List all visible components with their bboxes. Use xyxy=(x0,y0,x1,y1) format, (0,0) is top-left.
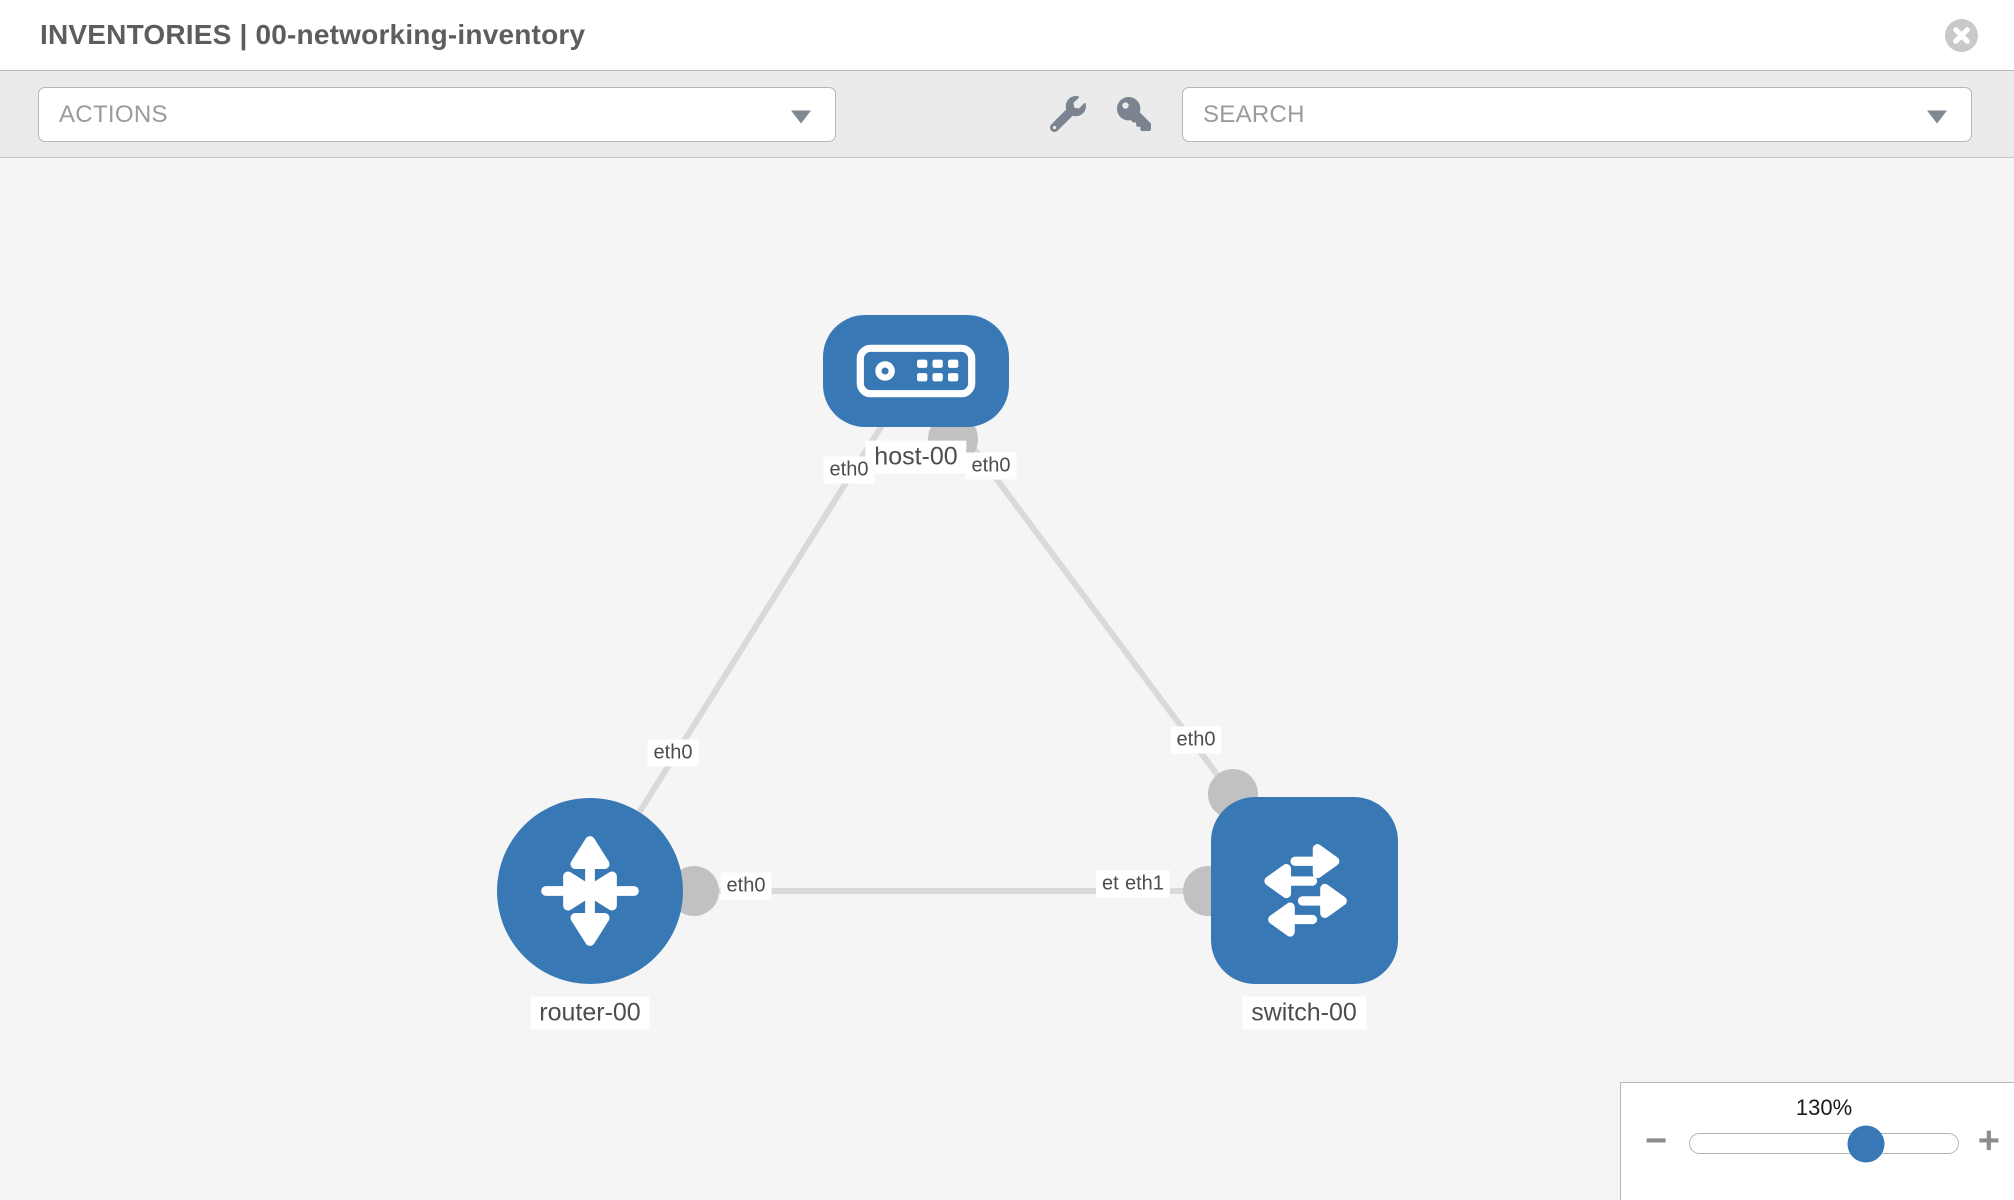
credentials-button[interactable] xyxy=(1114,94,1154,134)
key-icon xyxy=(1117,97,1151,131)
interface-label: eth0 xyxy=(1170,726,1222,754)
zoom-level-value: 130% xyxy=(1795,1095,1853,1120)
zoom-out-button[interactable]: − xyxy=(1645,1120,1668,1162)
topology-links-layer xyxy=(587,369,1307,916)
toolbar: ACTIONS SEARCH xyxy=(0,70,2014,158)
router-icon xyxy=(541,836,639,946)
interface-label: eth0 xyxy=(823,456,875,484)
actions-dropdown-label: ACTIONS xyxy=(59,100,168,128)
zoom-slider-thumb[interactable] xyxy=(1847,1125,1885,1162)
chevron-down-icon xyxy=(791,109,811,123)
wrench-icon xyxy=(1050,96,1086,132)
close-button[interactable] xyxy=(1945,19,1978,52)
configure-button[interactable] xyxy=(1048,94,1088,134)
node-router-00[interactable] xyxy=(497,798,683,984)
actions-dropdown[interactable]: ACTIONS xyxy=(38,87,836,142)
close-icon xyxy=(1953,27,1970,44)
switch-icon xyxy=(1263,843,1347,937)
node-label-router: router-00 xyxy=(530,996,650,1030)
node-host-00[interactable] xyxy=(823,315,1009,427)
node-switch-00[interactable] xyxy=(1211,797,1398,984)
interface-label: eth0 xyxy=(720,872,772,900)
interface-label: eth1 xyxy=(1119,870,1170,898)
interface-label: eth0 xyxy=(647,739,699,767)
interface-label: eth0 xyxy=(965,452,1017,480)
zoom-panel: 130% − + xyxy=(1620,1082,2014,1200)
node-label-switch: switch-00 xyxy=(1242,996,1366,1030)
page-title: INVENTORIES | 00-networking-inventory xyxy=(40,19,586,50)
zoom-in-button[interactable]: + xyxy=(1977,1120,2000,1162)
node-label-host: host-00 xyxy=(865,440,967,474)
chevron-down-icon xyxy=(1927,109,1947,123)
header: INVENTORIES | 00-networking-inventory xyxy=(0,0,2014,70)
topology-canvas[interactable]: host-00 router-00 switch-00 eth0 eth0 et… xyxy=(0,158,2014,1200)
zoom-slider-track[interactable] xyxy=(1689,1125,1959,1162)
search-dropdown-label: SEARCH xyxy=(1203,100,1305,128)
search-dropdown[interactable]: SEARCH xyxy=(1182,87,1972,142)
host-icon xyxy=(856,344,976,398)
